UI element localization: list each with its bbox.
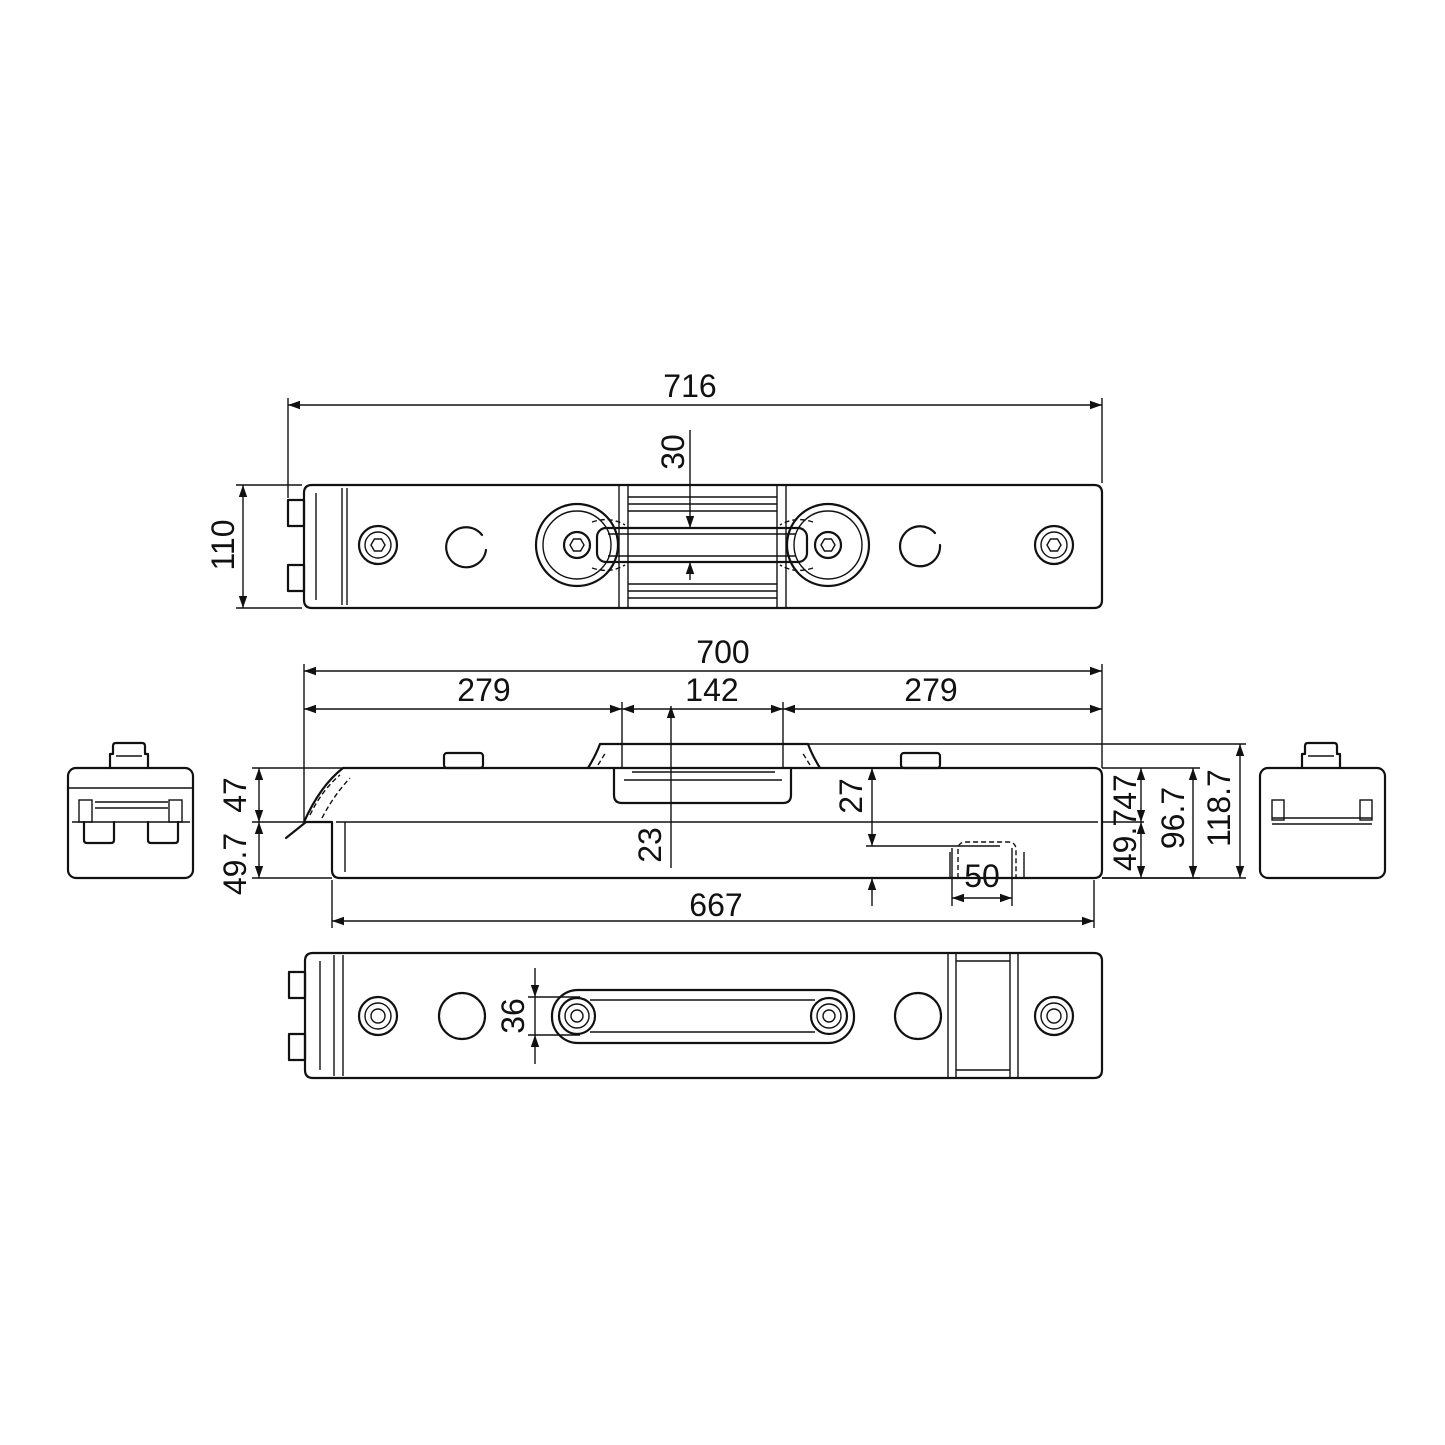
dim-23: 23 [632,706,676,868]
dim-47-right-label: 47 [1107,774,1143,810]
dim-49-7-left-label: 49.7 [217,833,253,895]
front-top-lug-right [899,751,942,770]
front-body-outline [302,766,1104,880]
dim-47-left-label: 47 [217,777,253,813]
bottom-bolt-right [1033,995,1075,1037]
top-hinge-right [785,502,871,588]
dim-279-right-label: 279 [904,672,957,708]
dim-49-7-right-label: 49.7 [1107,809,1143,871]
front-view: 700 279 142 279 23 27 [217,634,1246,928]
top-bolt-right [1033,524,1075,566]
dim-279-left-label: 279 [457,672,510,708]
dim-110: 110 [205,484,302,609]
front-handle-bracket [586,742,822,770]
right-end-view [1258,741,1387,880]
top-handle [595,526,809,564]
bottom-end-cap-upper [287,970,307,1000]
bottom-slot [550,988,856,1045]
dim-700-label: 700 [696,634,749,670]
bottom-body-outline [303,951,1104,1080]
right-end-lug [1300,741,1342,770]
left-end-foot-left [82,820,116,845]
dim-50-label: 50 [964,858,1000,894]
left-end-body [66,766,195,880]
top-view: 716 110 30 [205,368,1104,610]
right-end-body [1258,766,1387,880]
dim-667: 667 [331,880,1095,928]
bottom-bolt-left [357,995,399,1037]
dim-118-7-label: 118.7 [1201,769,1237,847]
bottom-hole-right [893,991,943,1041]
front-handle-recess [612,766,793,805]
dim-chain-279-142-279: 279 142 279 [304,672,1102,768]
dim-27-label: 27 [833,778,869,814]
left-end-view [66,741,195,880]
top-body-outline [302,483,1104,610]
top-bolt-left [357,524,399,566]
dim-36-label: 36 [495,998,531,1034]
dim-36: 36 [495,968,580,1064]
bottom-hole-left [437,991,487,1041]
top-ring-right [898,525,942,568]
top-end-cap-lower [286,563,306,593]
top-hinge-left [534,502,620,588]
dim-30-label: 30 [655,434,691,470]
dim-23-label: 23 [632,827,668,863]
dim-left-47-49-7: 47 49.7 [217,767,343,895]
dim-700: 700 [303,634,1103,822]
dim-27: 27 [833,768,1000,906]
top-ring-left [445,526,488,569]
bottom-view: 36 [287,951,1104,1080]
dim-right-stack: 47 49.7 96.7 118.7 [808,743,1246,879]
dim-142-label: 142 [685,672,738,708]
left-end-foot-right [146,820,180,845]
dim-50: 50 [951,848,1013,906]
top-end-cap-upper [286,498,306,528]
dim-716: 716 [287,368,1103,498]
bottom-end-cap-lower [287,1032,307,1062]
left-end-lug [108,741,150,770]
front-slot-hidden [957,841,1017,878]
dim-716-label: 716 [663,368,716,404]
front-top-lug-left [442,751,485,770]
dim-96-7-label: 96.7 [1155,787,1191,849]
dim-667-label: 667 [689,887,742,923]
dim-30: 30 [655,430,695,580]
dim-110-label: 110 [205,519,241,570]
